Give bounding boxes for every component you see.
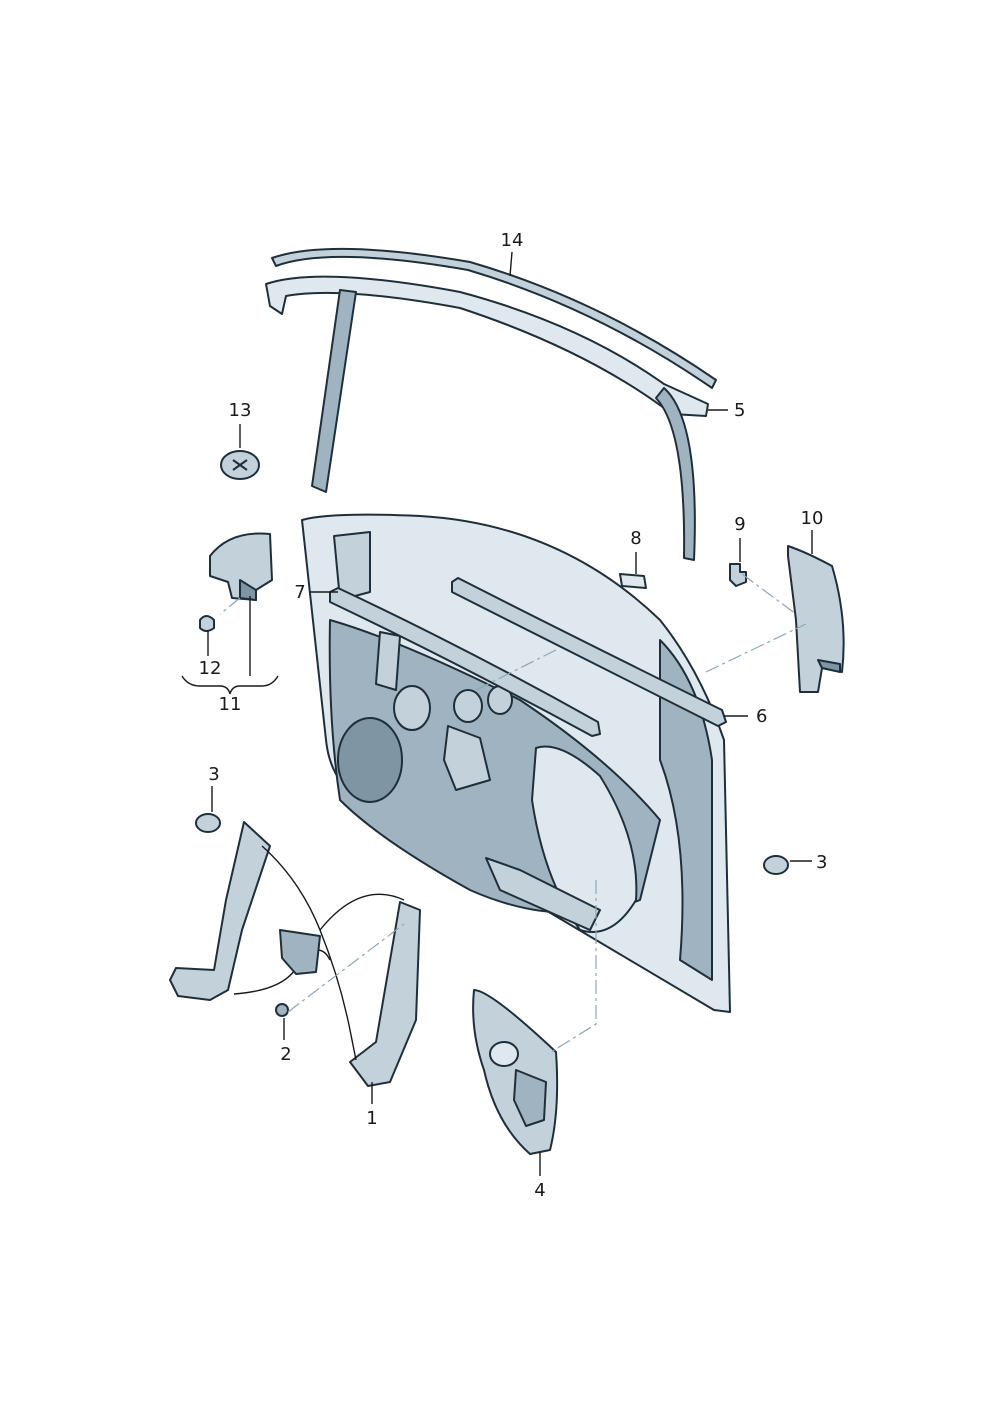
grommet-plug-right (763, 855, 789, 875)
inner-window-strip (329, 587, 601, 737)
label-14: 14 (501, 230, 524, 251)
fastening-clip (199, 615, 215, 632)
label-1: 1 (366, 1108, 377, 1129)
label-6: 6 (756, 706, 767, 727)
callout-labels: 14 5 13 8 9 10 7 6 12 11 3 3 2 1 4 (199, 230, 828, 1201)
leader-lines (181, 251, 813, 1176)
label-10: 10 (801, 508, 824, 529)
trim-piece (787, 545, 845, 693)
label-5: 5 (734, 400, 745, 421)
grommet-plug-left (195, 813, 221, 833)
roof-seal-strip (271, 247, 717, 389)
label-2: 2 (280, 1044, 291, 1065)
label-11: 11 (219, 694, 242, 715)
label-3b: 3 (816, 852, 827, 873)
label-12: 12 (199, 658, 222, 679)
door-inner-panel (301, 513, 731, 1013)
adhesive-pad (619, 573, 647, 589)
speaker-cover (472, 989, 559, 1155)
label-4: 4 (534, 1180, 545, 1201)
label-3a: 3 (208, 764, 219, 785)
label-8: 8 (630, 528, 641, 549)
window-frame-seal (265, 275, 709, 561)
label-7: 7 (294, 582, 305, 603)
cover-cap (209, 532, 273, 601)
label-13: 13 (229, 400, 252, 421)
outer-window-strip (451, 577, 727, 727)
label-9: 9 (734, 514, 745, 535)
round-plug (220, 450, 260, 480)
window-regulator (169, 821, 421, 1087)
assembly-lines (219, 573, 807, 1055)
